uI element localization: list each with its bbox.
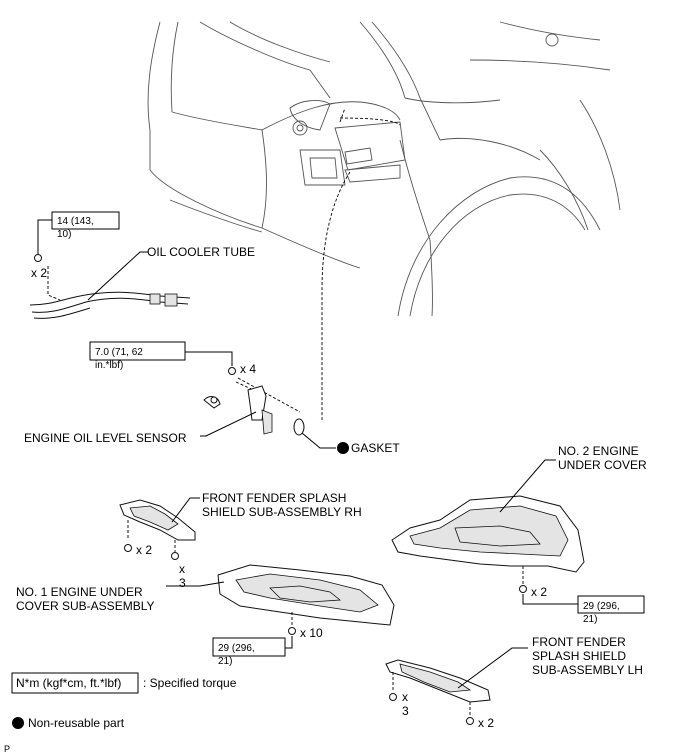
qty-rh-a: x 2 xyxy=(136,543,152,557)
vehicle-outline xyxy=(147,21,621,317)
qty-tube: x 2 xyxy=(31,266,47,280)
oil-cooler-tube-group: 14 (143, 10) x 2 OIL COOLER TUBE xyxy=(29,211,255,319)
torque-box-no1 xyxy=(212,637,286,657)
fender-lh-label-2: SPLASH SHIELD xyxy=(532,649,626,663)
gasket-label: GASKET xyxy=(351,441,400,455)
fender-lh-label-3: SUB-ASSEMBLY LH xyxy=(532,663,643,677)
no2-under-cover-label-1: NO. 2 ENGINE xyxy=(558,444,639,458)
legend: N*m (kgf*cm, ft.*lbf) : Specified torque… xyxy=(11,672,237,730)
legend-nonreusable-dot xyxy=(12,717,24,729)
legend-torque-unit: N*m (kgf*cm, ft.*lbf) xyxy=(16,676,121,690)
qty-sensor: x 4 xyxy=(240,362,256,376)
nonreusable-dot-gasket xyxy=(337,442,349,454)
torque-sensor-line1: 7.0 (71, 62 xyxy=(95,347,143,358)
qty-lh-a1: x xyxy=(402,690,408,704)
torque-box-sensor xyxy=(89,341,186,361)
no1-under-cover-label-1: NO. 1 ENGINE UNDER xyxy=(16,585,143,599)
fender-lh-label-1: FRONT FENDER xyxy=(532,635,626,649)
torque-tube-line1: 14 (143, xyxy=(57,216,94,227)
fender-rh-label-1: FRONT FENDER SPLASH xyxy=(202,491,346,505)
torque-tube-line2: 10) xyxy=(57,229,71,240)
qty-rh-b1: x xyxy=(179,562,185,576)
oil-cooler-tube-label: OIL COOLER TUBE xyxy=(147,245,255,259)
qty-no1: x 10 xyxy=(300,626,323,640)
fender-shield-lh-group: FRONT FENDER SPLASH SHIELD SUB-ASSEMBLY … xyxy=(385,635,643,730)
engine-oil-level-sensor-group: 7.0 (71, 62 in.*lbf) x 4 ENGINE OIL LEVE… xyxy=(24,341,400,455)
figure-code: P xyxy=(4,744,10,754)
qty-lh-a2: 3 xyxy=(402,704,409,718)
no1-under-cover-group: NO. 1 ENGINE UNDER COVER SUB-ASSEMBLY x … xyxy=(16,564,395,667)
legend-torque-box xyxy=(11,672,139,694)
legend-torque-desc: : Specified torque xyxy=(143,676,237,690)
fender-rh-label-2: SHIELD SUB-ASSEMBLY RH xyxy=(202,505,362,519)
qty-lh-b: x 2 xyxy=(478,716,494,730)
qty-rh-b2: 3 xyxy=(179,576,186,590)
no1-under-cover-label-2: COVER SUB-ASSEMBLY xyxy=(16,599,154,613)
fender-shield-rh-group: FRONT FENDER SPLASH SHIELD SUB-ASSEMBLY … xyxy=(119,491,362,590)
no2-under-cover-label-2: UNDER COVER xyxy=(558,458,647,472)
qty-no2: x 2 xyxy=(531,585,547,599)
engine-dashed-leaders xyxy=(321,107,401,420)
torque-no1-line1: 29 (296, xyxy=(218,643,255,654)
torque-sensor-line2: in.*lbf) xyxy=(95,360,123,371)
torque-box-no2 xyxy=(577,595,645,614)
torque-no2-line2: 21) xyxy=(583,614,597,625)
torque-no1-line2: 21) xyxy=(218,656,232,667)
torque-no2-line1: 29 (296, xyxy=(583,601,620,612)
engine-oil-level-sensor-label: ENGINE OIL LEVEL SENSOR xyxy=(24,431,187,445)
no2-under-cover-group: NO. 2 ENGINE UNDER COVER x 2 29 (296, 21… xyxy=(391,444,647,625)
legend-nonreusable-label: Non-reusable part xyxy=(28,716,125,730)
